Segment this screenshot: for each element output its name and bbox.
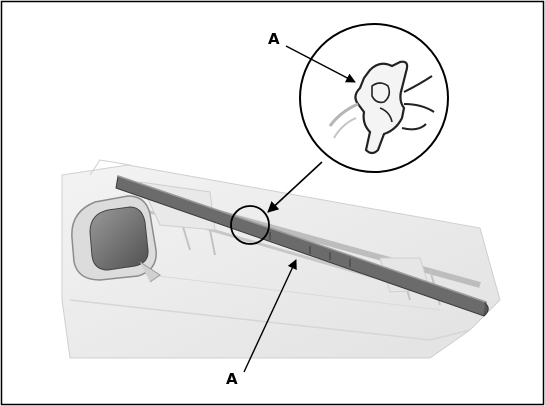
detail-locator-circle [230, 205, 270, 245]
callout-leader-main [243, 259, 297, 373]
detail-view [299, 23, 449, 173]
locator-arrow [267, 161, 323, 213]
callout-label-main: A [226, 370, 238, 388]
side-mirror [71, 195, 161, 283]
callout-label-detail: A [268, 30, 280, 48]
weatherstrip [115, 175, 489, 317]
callout-leader-detail [285, 45, 356, 83]
